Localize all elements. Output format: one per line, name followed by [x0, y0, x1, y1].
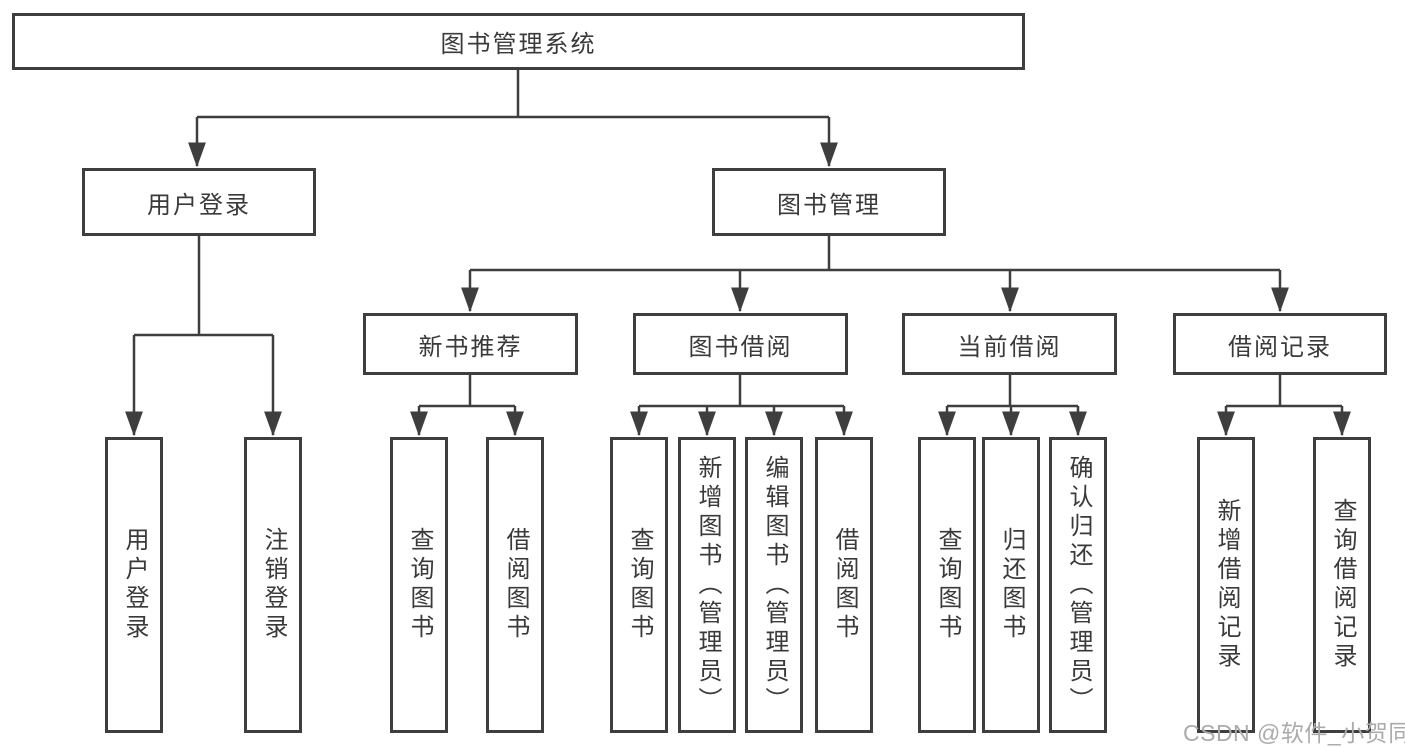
node-label: 注销登录 [260, 527, 287, 643]
node-label: 当前借阅 [957, 333, 1062, 361]
node-label: 查询图书 [406, 527, 433, 643]
node-label: 用户登录 [147, 191, 251, 219]
leaf-add-books-admin: 新增图书（管理员） [678, 437, 736, 733]
node-label: 新增图书（管理员） [694, 454, 721, 716]
node-label: 图书借阅 [688, 333, 793, 361]
node-label: 新增借阅记录 [1213, 498, 1240, 672]
csdn-watermark: CSDN @软件_小贺同学 [1183, 720, 1405, 746]
leaf-logout: 注销登录 [244, 437, 302, 733]
leaf-edit-books-admin: 编辑图书（管理员） [745, 437, 803, 733]
leaf-query-books-current: 查询图书 [918, 437, 976, 733]
node-label: 借阅图书 [831, 527, 858, 643]
node-label: 查询图书 [626, 527, 653, 643]
node-label: 新书推荐 [418, 333, 523, 361]
node-current-borrowing: 当前借阅 [902, 313, 1117, 375]
node-borrowing-records: 借阅记录 [1173, 313, 1387, 375]
leaf-query-borrow-record: 查询借阅记录 [1313, 437, 1371, 733]
node-label: 确认归还（管理员） [1065, 454, 1092, 716]
node-label: 归还图书 [998, 527, 1025, 643]
leaf-return-books: 归还图书 [982, 437, 1040, 733]
leaf-add-borrow-record: 新增借阅记录 [1197, 437, 1255, 733]
node-label: 图书管理系统 [440, 31, 597, 58]
node-root-library-system: 图书管理系统 [12, 13, 1025, 70]
node-label: 查询图书 [934, 527, 961, 643]
leaf-user-login: 用户登录 [105, 437, 163, 733]
node-label: 查询借阅记录 [1329, 498, 1356, 672]
node-label: 编辑图书（管理员） [761, 454, 788, 716]
leaf-query-books-recommend: 查询图书 [390, 437, 448, 733]
leaf-borrow-books-recommend: 借阅图书 [486, 437, 544, 733]
node-label: 借阅记录 [1228, 333, 1332, 361]
node-book-management: 图书管理 [712, 168, 946, 236]
node-label: 用户登录 [121, 527, 148, 643]
node-user-login: 用户登录 [82, 168, 316, 236]
leaf-borrow-books: 借阅图书 [815, 437, 873, 733]
leaf-confirm-return-admin: 确认归还（管理员） [1049, 437, 1107, 733]
node-new-book-recommend: 新书推荐 [363, 313, 578, 375]
node-label: 借阅图书 [502, 527, 529, 643]
leaf-query-books-borrow: 查询图书 [610, 437, 668, 733]
node-label: 图书管理 [777, 191, 881, 219]
node-book-borrowing: 图书借阅 [633, 313, 848, 375]
